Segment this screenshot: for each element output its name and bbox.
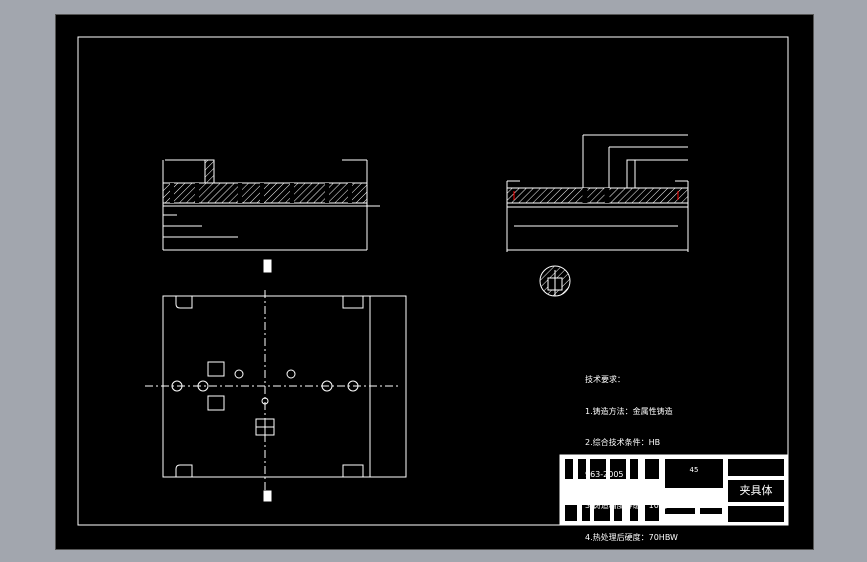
side-section-view [506, 134, 689, 297]
tech-req-item: 4.热处理后硬度：70HBW [585, 532, 678, 542]
part-name: 夹具体 [739, 484, 773, 497]
tech-req-heading: 技术要求： [585, 375, 625, 384]
front-section-view [162, 159, 380, 273]
material-label: 45 [689, 466, 699, 474]
tech-req-item: 3.铸造精度等级：10级 [585, 501, 667, 510]
title-block [559, 454, 789, 526]
technical-requirements: 技术要求： 1.铸造方法：金属性铸造 2.综合技术条件：HB 963-2005 … [585, 354, 678, 554]
plan-view [145, 290, 407, 502]
sheet-border [77, 36, 789, 526]
tech-req-item: 2.综合技术条件：HB [585, 438, 661, 447]
tech-req-item: 963-2005 [585, 469, 624, 479]
tech-req-item: 1.铸造方法：金属性铸造 [585, 406, 673, 416]
